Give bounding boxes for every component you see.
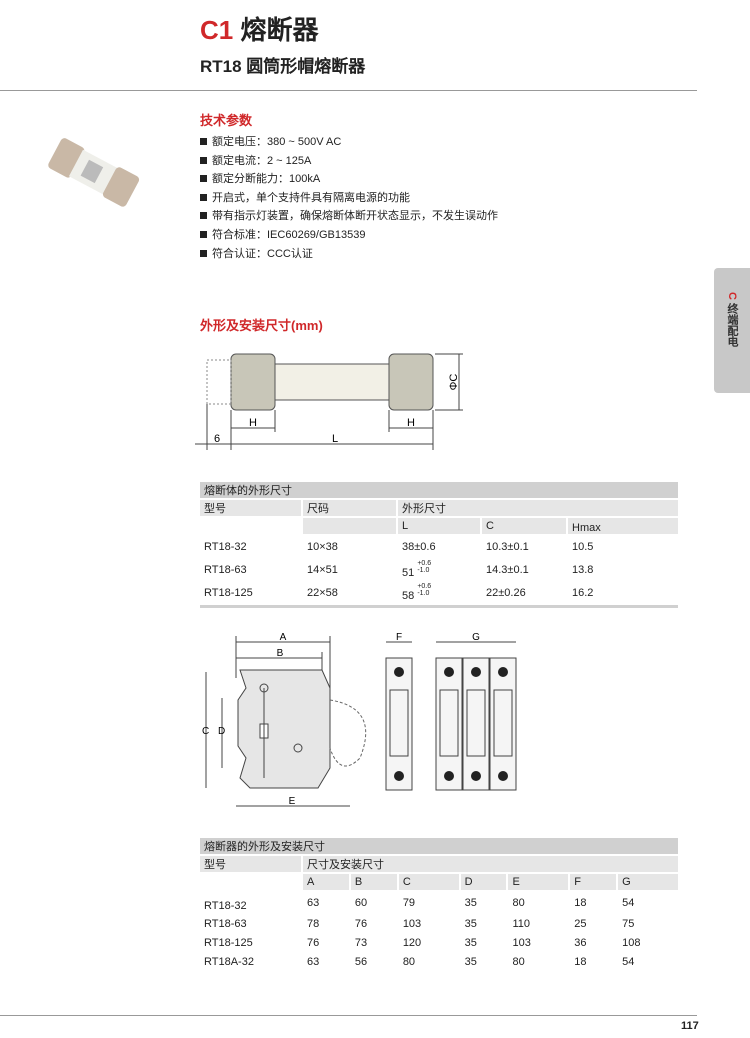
list-item: 带有指示灯装置，确保熔断体断开状态显示，不发生误动作	[200, 207, 498, 226]
dim-label: 6	[214, 433, 220, 445]
page-number: 117	[681, 1020, 699, 1032]
svg-text:D: D	[218, 726, 225, 737]
dim-label: H	[407, 417, 415, 429]
divider	[0, 90, 697, 91]
svg-text:B: B	[277, 648, 284, 659]
svg-text:E: E	[289, 796, 296, 807]
table-title: 熔断器的外形及安装尺寸	[200, 838, 678, 854]
svg-text:C: C	[202, 726, 209, 737]
tech-heading: 技术参数	[200, 113, 253, 128]
page-title: C1 熔断器	[200, 15, 319, 45]
svg-text:G: G	[472, 632, 480, 643]
tech-list: 额定电压：380 ~ 500V AC 额定电流：2 ~ 125A 额定分断能力：…	[200, 133, 498, 263]
footer-divider	[0, 1015, 697, 1016]
list-item: 额定分断能力：100kA	[200, 170, 498, 189]
dim-label: H	[249, 417, 257, 429]
table-title: 熔断体的外形尺寸	[200, 482, 678, 498]
dim-label: L	[332, 433, 338, 445]
section-tab[interactable]: C 终端配电	[714, 268, 750, 393]
list-item: 符合标准：IEC60269/GB13539	[200, 226, 498, 245]
svg-text:A: A	[280, 632, 287, 643]
fuse-holder-drawing: A B C D E F G	[202, 632, 517, 807]
list-item: 符合认证：CCC认证	[200, 245, 498, 264]
list-item: 额定电压：380 ~ 500V AC	[200, 133, 498, 152]
svg-text:F: F	[396, 632, 402, 643]
dim-label: ΦC	[448, 374, 460, 391]
page-subtitle: RT18 圆筒形帽熔断器	[200, 57, 366, 76]
list-item: 开启式，单个支持件具有隔离电源的功能	[200, 189, 498, 208]
fuse-dimension-drawing: H H L 6 ΦC	[195, 353, 463, 450]
list-item: 额定电流：2 ~ 125A	[200, 152, 498, 171]
dims-heading: 外形及安装尺寸(mm)	[200, 318, 323, 333]
fuse-product-image	[48, 138, 140, 207]
